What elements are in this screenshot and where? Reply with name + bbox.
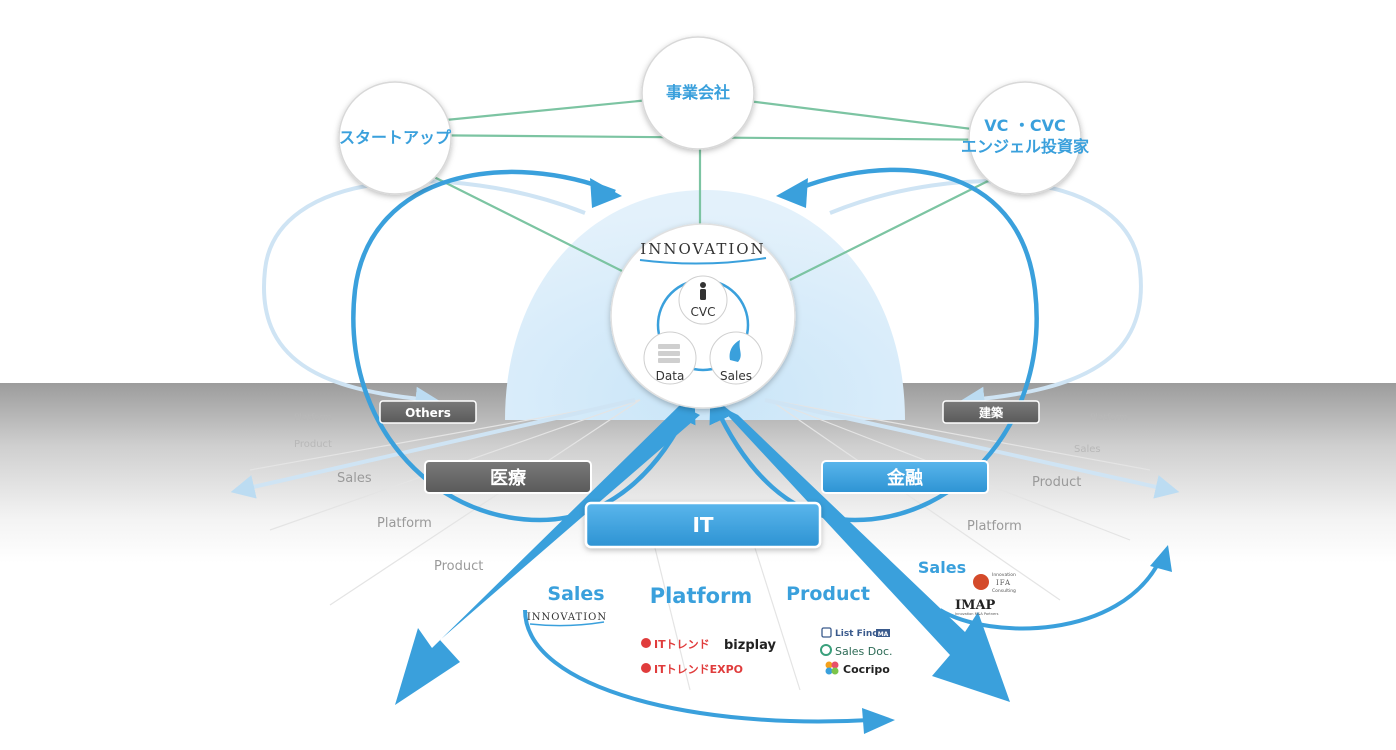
- logo-sales-doc: Sales Doc.: [820, 644, 893, 658]
- bar-others: Others: [379, 400, 477, 424]
- node-business-company-label: 事業会社: [666, 83, 730, 102]
- bar-medical: 医療: [424, 460, 592, 494]
- arrowhead-right: [776, 178, 808, 208]
- left-product-label: Product: [434, 559, 483, 574]
- bar-finance: 金融: [821, 460, 989, 494]
- arrowhead-left: [590, 178, 622, 208]
- node-startup-label: スタートアップ: [339, 128, 452, 147]
- logo-bizplay: bizplay: [724, 638, 776, 653]
- faint-right-platform: Platform: [1090, 413, 1128, 423]
- sales-doc-icon: [820, 644, 832, 656]
- bar-it: IT: [584, 501, 822, 549]
- right-product-label: Product: [1032, 475, 1081, 490]
- logo-ittrend-expo-text: ITトレンドEXPO: [654, 663, 743, 676]
- ittrend-expo-icon: [641, 663, 651, 673]
- logo-sales-doc-text: Sales Doc.: [835, 645, 893, 658]
- bar-it-label: IT: [692, 513, 713, 537]
- data-label: Data: [656, 369, 685, 383]
- logo-cocripo-text: Cocripo: [843, 663, 890, 676]
- logo-innovation-text: INNOVATION: [527, 612, 607, 623]
- logo-imap-text: IMAP: [955, 598, 996, 613]
- thick-arrows: [395, 405, 1010, 705]
- logo-list-finder: List Finder MA: [821, 627, 890, 639]
- faint-right-sales: Sales: [1074, 444, 1101, 455]
- node-vc-label-2: エンジェル投資家: [961, 137, 1090, 156]
- node-business-company: 事業会社: [641, 36, 755, 150]
- center-innovation: INNOVATION CVC Data Sales: [610, 223, 796, 409]
- logo-imap-sub: Innovation M&A Partners: [955, 612, 999, 616]
- left-sales-label: Sales: [337, 471, 372, 486]
- cocripo-icon: [825, 661, 839, 675]
- person-icon: [700, 282, 706, 300]
- column-product-title: Product: [786, 583, 870, 605]
- node-vc: VC ・CVC エンジェル投資家: [961, 81, 1090, 195]
- logo-imap: IMAP Innovation M&A Partners: [955, 598, 999, 616]
- logo-ittrend: ITトレンド: [641, 638, 710, 651]
- node-startup: スタートアップ: [338, 81, 452, 195]
- logo-cocripo: Cocripo: [825, 661, 890, 676]
- right-platform-label: Platform: [967, 519, 1022, 534]
- faint-loops: [230, 179, 1180, 499]
- cvc-label: CVC: [691, 305, 716, 319]
- logo-ittrend-expo: ITトレンドEXPO: [641, 663, 743, 676]
- node-vc-label-1: VC ・CVC: [984, 116, 1066, 135]
- logo-ifa-line3: Consulting: [992, 588, 1016, 594]
- ittrend-icon: [641, 638, 651, 648]
- return-arrows: [523, 559, 1162, 724]
- return-arrowhead-right: [1150, 545, 1172, 572]
- logo-ifa: Innovation IFA Consulting: [973, 572, 1016, 594]
- faint-left-platform: Platform: [294, 413, 332, 423]
- faint-labels-right: Platform Sales: [1074, 413, 1128, 455]
- column-right-sales-title: Sales: [918, 558, 966, 577]
- center-brand: INNOVATION: [640, 240, 765, 258]
- bar-construction-label: 建築: [978, 405, 1004, 420]
- data-node: Data: [643, 331, 697, 385]
- bar-medical-label: 医療: [490, 467, 527, 489]
- left-platform-label: Platform: [377, 516, 432, 531]
- sales-node: Sales: [709, 331, 763, 385]
- faint-labels-left: Platform Product: [294, 413, 332, 450]
- logo-ifa-line1: Innovation: [992, 572, 1016, 578]
- sales-label: Sales: [720, 369, 752, 383]
- bar-construction: 建築: [942, 400, 1040, 424]
- handshake-icon: [729, 340, 741, 362]
- cvc-node: CVC: [678, 275, 728, 325]
- return-arrowhead-bottom: [862, 708, 895, 734]
- logo-innovation: INNOVATION: [527, 612, 607, 627]
- list-finder-icon: [821, 627, 832, 638]
- logo-list-finder-badge: MA: [878, 631, 889, 638]
- center-brand-swoosh: [639, 257, 767, 265]
- column-sales-title: Sales: [547, 583, 604, 605]
- bar-others-label: Others: [405, 406, 451, 420]
- logo-ittrend-text: ITトレンド: [654, 638, 710, 651]
- logo-list-finder-text: List Finder: [835, 629, 890, 639]
- bar-finance-label: 金融: [886, 467, 923, 489]
- database-icon: [658, 344, 680, 363]
- faint-left-product: Product: [294, 439, 332, 450]
- ifa-icon: [973, 574, 989, 590]
- logo-ifa-line2: IFA: [996, 579, 1011, 587]
- column-platform-title: Platform: [650, 584, 753, 608]
